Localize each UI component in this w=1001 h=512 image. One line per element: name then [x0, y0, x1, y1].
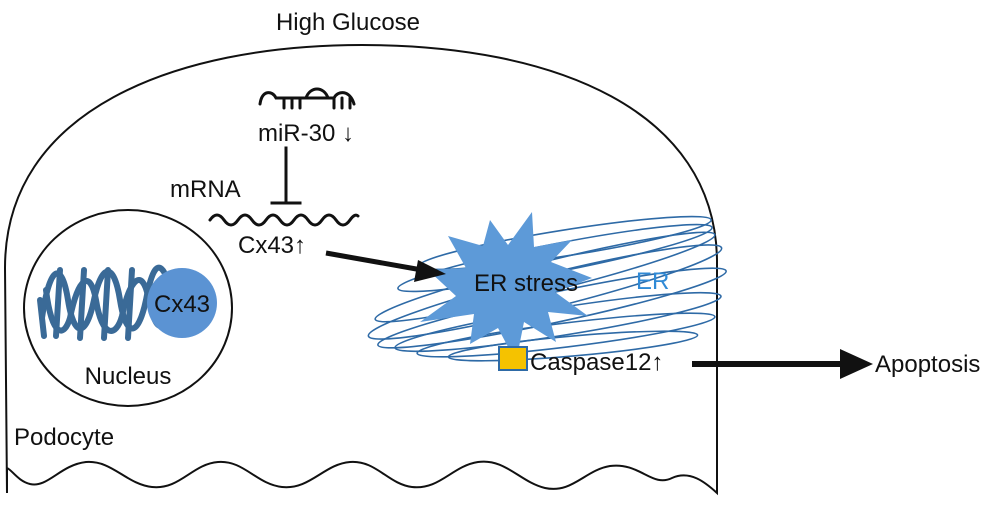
- condition-label: High Glucose: [276, 9, 420, 36]
- cell-label: Podocyte: [14, 424, 114, 451]
- mirna-label: miR-30 ↓: [258, 120, 354, 147]
- apoptosis-arrow: [692, 349, 873, 379]
- apoptosis-label: Apoptosis: [875, 351, 980, 378]
- cx43-nucleus-label: Cx43: [154, 291, 210, 318]
- mrna-label: mRNA: [170, 176, 241, 203]
- cx43-transcript-label: Cx43↑: [238, 232, 306, 259]
- starburst-icon: [420, 212, 592, 362]
- activation-arrow: [325, 250, 446, 282]
- cx43-protein-icon: [147, 268, 217, 338]
- nucleus-label: Nucleus: [85, 363, 172, 390]
- er-stress-label: ER stress: [474, 270, 578, 297]
- wavy-strand-icon: [208, 213, 360, 227]
- er-label: ER: [636, 268, 669, 295]
- cell-membrane: [3, 43, 718, 496]
- nucleus: [23, 209, 233, 407]
- t-bar-inhibition-icon: [270, 146, 302, 205]
- square-marker-icon: [498, 346, 528, 371]
- caspase-label: Caspase12↑: [530, 349, 663, 376]
- hairpin-rna-icon: [258, 87, 356, 110]
